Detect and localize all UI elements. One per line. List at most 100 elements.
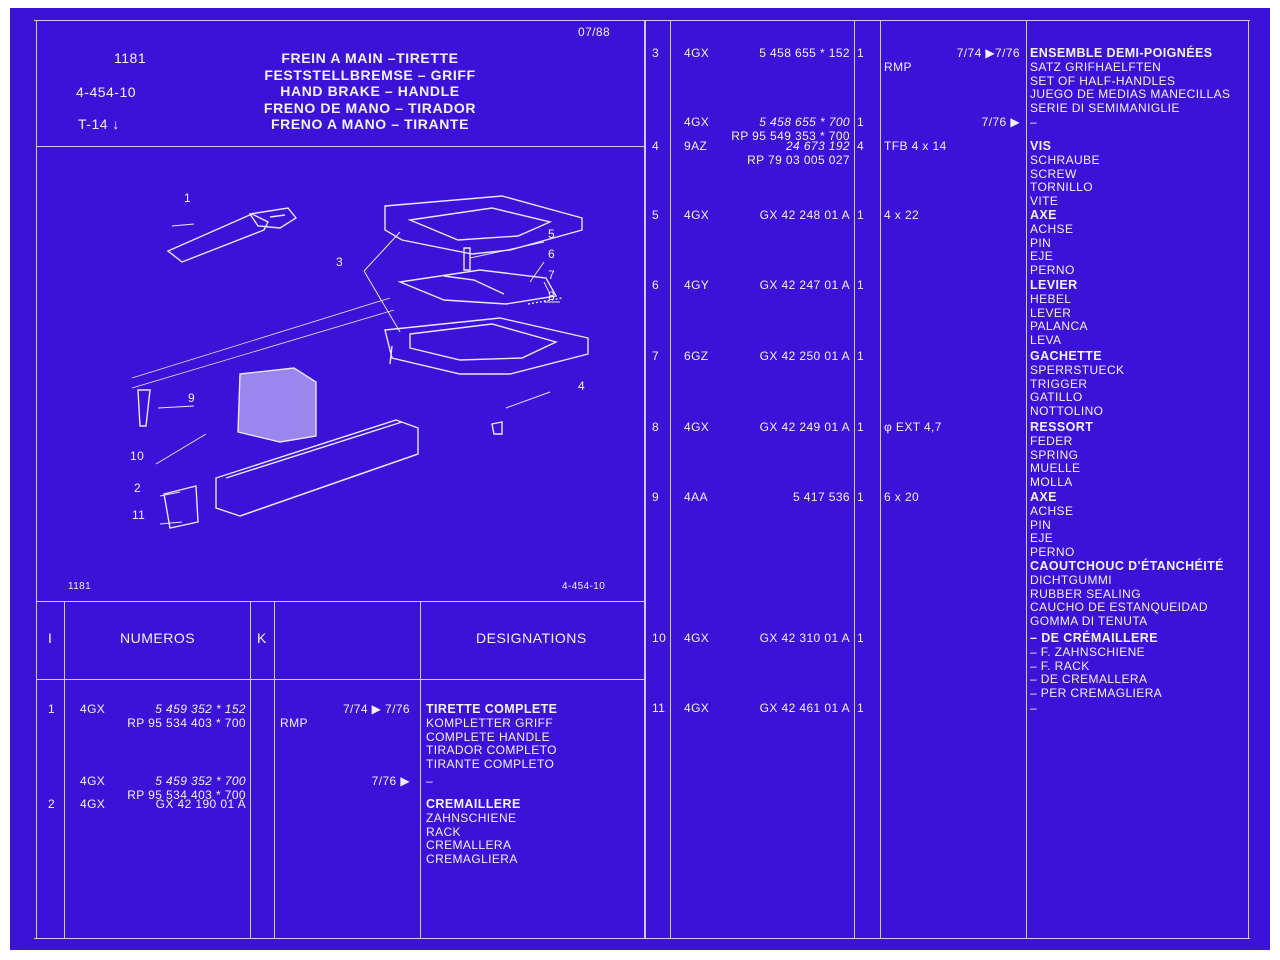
variant-code: 9AZ <box>684 139 708 153</box>
vline <box>1026 20 1027 938</box>
designation-line: JUEGO DE MEDIAS MANECILLAS <box>1030 87 1231 102</box>
sealing-block <box>237 367 317 443</box>
quantity: 1 <box>857 420 865 434</box>
designation-line: – <box>426 774 434 788</box>
quantity: 1 <box>857 490 865 504</box>
designation-line: CAOUTCHOUC D'ÉTANCHÉITÉ <box>1030 559 1224 573</box>
designation-line: TIRANTE COMPLETO <box>426 757 555 772</box>
variant-code: 4AA <box>684 490 708 504</box>
variant-code: 4GX <box>80 774 106 788</box>
plate-ref: 4-454-10 <box>76 84 137 100</box>
diagram-footer-left: 1181 <box>68 581 92 592</box>
designation-line: PIN <box>1030 517 1052 532</box>
col-header-numeros: NUMEROS <box>120 630 196 646</box>
frame-bottom <box>34 938 1250 939</box>
variant-code: 6GZ <box>684 349 709 363</box>
frame-right <box>1248 20 1249 938</box>
designation-line: TORNILLO <box>1030 180 1093 195</box>
callout-4: 4 <box>578 379 586 393</box>
designation-line: – <box>1030 701 1038 715</box>
item-number: 7 <box>652 349 660 363</box>
part-number: RP 95 549 353 * 700 <box>731 128 850 143</box>
part-number: 5 458 655 * 700 <box>759 115 850 129</box>
designation-line: MOLLA <box>1030 475 1073 490</box>
part-number: GX 42 247 01 A <box>759 278 850 292</box>
header-rule <box>36 146 644 147</box>
model-code: 1181 <box>114 50 147 66</box>
vline <box>854 20 855 938</box>
designation-line: – <box>1030 115 1038 129</box>
handle-part <box>166 213 269 263</box>
vline <box>274 601 275 938</box>
variant-code: 4GX <box>684 701 710 715</box>
designation-line: ACHSE <box>1030 221 1074 236</box>
callout-7: 7 <box>548 268 556 282</box>
item-number: 11 <box>652 701 666 715</box>
note: RMP <box>884 60 912 74</box>
part-number: 5 459 352 * 152 <box>155 702 246 716</box>
col-header-k: K <box>257 630 267 646</box>
designation-line: RUBBER SEALING <box>1030 586 1141 601</box>
callout-5: 5 <box>548 227 556 241</box>
sheet-date: 07/88 <box>578 25 611 39</box>
designation-line: LEVER <box>1030 305 1072 320</box>
designation-line: EJE <box>1030 249 1054 264</box>
vehicle-type: T-14 ↓ <box>78 116 120 132</box>
designation-line: HEBEL <box>1030 291 1072 306</box>
quantity: 1 <box>857 115 865 129</box>
variant-code: 4GX <box>684 46 710 60</box>
designation-line: LEVIER <box>1030 278 1078 292</box>
vline <box>64 601 65 938</box>
designation-line: ACHSE <box>1030 503 1074 518</box>
col-header-i: I <box>48 630 53 646</box>
designation-line: PERNO <box>1030 545 1075 560</box>
col-header-designations: DESIGNATIONS <box>476 630 587 646</box>
designation-line: SCREW <box>1030 166 1077 181</box>
quantity: 1 <box>857 631 865 645</box>
designation-line: KOMPLETTER GRIFF <box>426 715 554 730</box>
lever <box>397 269 558 305</box>
designation-line: – PER CREMAGLIERA <box>1030 686 1163 701</box>
variant-code: 4GY <box>684 278 710 292</box>
callout-10: 10 <box>130 449 145 463</box>
part-number: 24 673 192 <box>785 139 850 153</box>
designation-line: SERIE DI SEMIMANIGLIE <box>1030 101 1180 116</box>
quantity: 1 <box>857 208 865 222</box>
designation-line: MUELLE <box>1030 461 1081 476</box>
note: φ EXT 4,7 <box>884 420 942 434</box>
part-number: 5 417 536 <box>793 490 850 504</box>
designation-line: PIN <box>1030 235 1052 250</box>
quantity: 1 <box>857 46 865 60</box>
title-line: FRENO DE MANO – TIRADOR <box>263 99 477 116</box>
designation-line: NOTTOLINO <box>1030 404 1104 419</box>
part-number: GX 42 461 01 A <box>759 701 850 715</box>
note: RMP <box>280 716 308 730</box>
item-number: 6 <box>652 278 660 292</box>
designation-line: ZAHNSCHIENE <box>426 810 517 825</box>
callout-8: 8 <box>548 289 556 303</box>
item-number: 4 <box>652 139 660 153</box>
variant-code: 4GX <box>684 115 710 129</box>
frame-top <box>34 20 1250 21</box>
designation-line: CREMALLERA <box>426 838 512 853</box>
designation-line: COMPLETE HANDLE <box>426 729 551 744</box>
upper-half-handle <box>384 195 583 255</box>
designation-line: GACHETTE <box>1030 349 1102 363</box>
callout-1: 1 <box>184 191 192 205</box>
designation-line: – DE CREMALLERA <box>1030 672 1148 687</box>
designation-line: SET OF HALF-HANDLES <box>1030 73 1176 88</box>
designation-line: – F. RACK <box>1030 658 1090 673</box>
designation-line: CREMAGLIERA <box>426 852 518 867</box>
vline <box>670 20 671 938</box>
validity-dates: 7/76 ▶ <box>981 115 1020 129</box>
variant-code: 4GX <box>684 420 710 434</box>
designation-line: RESSORT <box>1030 420 1094 434</box>
quantity: 1 <box>857 701 865 715</box>
screw <box>491 421 503 435</box>
quantity: 4 <box>857 139 865 153</box>
designation-line: AXE <box>1030 208 1057 222</box>
designation-line: CAUCHO DE ESTANQUEIDAD <box>1030 600 1208 615</box>
designation-line: LEVA <box>1030 333 1062 348</box>
part-number: RP 79 03 005 027 <box>747 152 850 167</box>
